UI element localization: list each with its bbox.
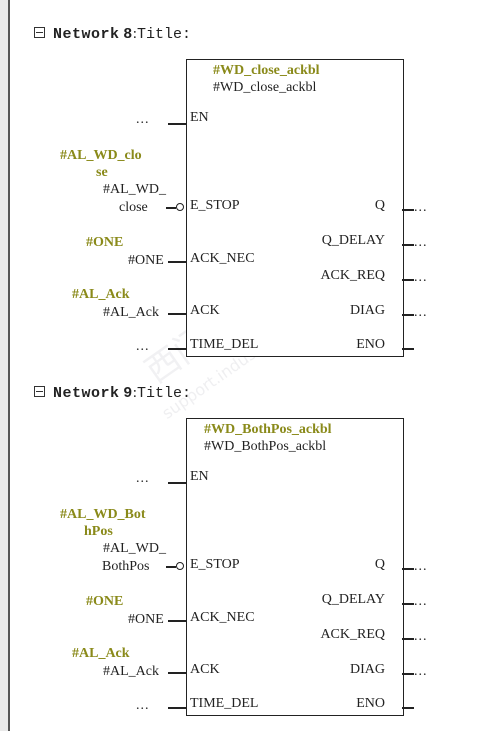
- pin-ack-nec: ACK_NEC: [190, 251, 255, 266]
- network-title[interactable]: Title:: [136, 26, 191, 43]
- pin-q-delay: Q_DELAY: [321, 592, 385, 607]
- pin-eno: ENO: [356, 337, 385, 352]
- acknec-wire: [168, 620, 186, 622]
- network-header: Network 8:Title:: [34, 26, 191, 43]
- diag-param[interactable]: ...: [414, 664, 428, 679]
- pin-q-delay: Q_DELAY: [321, 233, 385, 248]
- ack-wire: [168, 672, 186, 674]
- pin-time-del: TIME_DEL: [190, 696, 259, 711]
- ack-param[interactable]: #AL_Ack: [103, 305, 159, 320]
- estop-param-cont[interactable]: BothPos: [102, 559, 150, 574]
- pin-q: Q: [374, 198, 385, 213]
- diag-wire: [402, 673, 414, 675]
- ackreq-param[interactable]: ...: [414, 629, 428, 644]
- acknec-symbol[interactable]: #ONE: [86, 594, 124, 609]
- negation-circle: [176, 203, 184, 211]
- diag-param[interactable]: ...: [414, 305, 428, 320]
- pin-eno: ENO: [356, 696, 385, 711]
- en-param[interactable]: ...: [136, 112, 150, 127]
- estop-symbol-cont[interactable]: se: [96, 165, 108, 180]
- q-param[interactable]: ...: [414, 559, 428, 574]
- eno-wire: [402, 707, 414, 709]
- estop-symbol[interactable]: #AL_WD_Bot: [60, 507, 146, 522]
- q-param[interactable]: ...: [414, 200, 428, 215]
- collapse-toggle-icon[interactable]: [34, 386, 45, 397]
- pin-e-stop: E_STOP: [190, 557, 240, 572]
- ackreq-wire: [402, 638, 414, 640]
- network-9: Network 9:Title: #WD_BothPos_ackbl #WD_B…: [0, 385, 486, 725]
- network-8: Network 8:Title: #WD_close_ackbl #WD_clo…: [0, 26, 486, 366]
- ackreq-wire: [402, 279, 414, 281]
- estop-wire: [166, 207, 176, 209]
- network-number: 8: [123, 26, 133, 43]
- network-number: 9: [123, 385, 133, 402]
- pin-en: EN: [190, 110, 209, 125]
- network-title[interactable]: Title:: [136, 385, 191, 402]
- q-wire: [402, 568, 414, 570]
- ack-param[interactable]: #AL_Ack: [103, 664, 159, 679]
- diag-wire: [402, 314, 414, 316]
- pin-q: Q: [374, 557, 385, 572]
- en-wire: [168, 482, 186, 484]
- acknec-param[interactable]: #ONE: [128, 253, 164, 268]
- estop-wire: [166, 566, 176, 568]
- eno-wire: [402, 348, 414, 350]
- en-param[interactable]: ...: [136, 471, 150, 486]
- timedel-param[interactable]: ...: [136, 339, 150, 354]
- instance-db-symbol[interactable]: #WD_close_ackbl: [213, 63, 320, 78]
- instance-db-name: #WD_close_ackbl: [213, 80, 317, 95]
- network-label: Network: [53, 26, 120, 43]
- estop-param[interactable]: #AL_WD_: [103, 182, 166, 197]
- ackreq-param[interactable]: ...: [414, 270, 428, 285]
- instance-db-symbol[interactable]: #WD_BothPos_ackbl: [204, 422, 332, 437]
- acknec-wire: [168, 261, 186, 263]
- collapse-toggle-icon[interactable]: [34, 27, 45, 38]
- function-block[interactable]: #WD_BothPos_ackbl #WD_BothPos_ackbl EN E…: [186, 418, 404, 716]
- network-label: Network: [53, 385, 120, 402]
- network-header: Network 9:Title:: [34, 385, 191, 402]
- q-wire: [402, 209, 414, 211]
- timedel-param[interactable]: ...: [136, 698, 150, 713]
- pin-ack-nec: ACK_NEC: [190, 610, 255, 625]
- qdelay-param[interactable]: ...: [414, 235, 428, 250]
- pin-ack: ACK: [190, 303, 220, 318]
- ack-wire: [168, 313, 186, 315]
- en-wire: [168, 123, 186, 125]
- estop-param-cont[interactable]: close: [119, 200, 148, 215]
- pin-e-stop: E_STOP: [190, 198, 240, 213]
- qdelay-wire: [402, 603, 414, 605]
- pin-ack: ACK: [190, 662, 220, 677]
- timedel-wire: [168, 707, 186, 709]
- qdelay-param[interactable]: ...: [414, 594, 428, 609]
- qdelay-wire: [402, 244, 414, 246]
- acknec-param[interactable]: #ONE: [128, 612, 164, 627]
- pin-en: EN: [190, 469, 209, 484]
- pin-ack-req: ACK_REQ: [320, 627, 385, 642]
- pin-diag: DIAG: [350, 303, 385, 318]
- pin-diag: DIAG: [350, 662, 385, 677]
- instance-db-name: #WD_BothPos_ackbl: [204, 439, 327, 454]
- estop-symbol-cont[interactable]: hPos: [84, 524, 113, 539]
- estop-symbol[interactable]: #AL_WD_clo: [60, 148, 142, 163]
- acknec-symbol[interactable]: #ONE: [86, 235, 124, 250]
- editor-left-margin: [0, 0, 10, 731]
- pin-ack-req: ACK_REQ: [320, 268, 385, 283]
- timedel-wire: [168, 348, 186, 350]
- estop-param[interactable]: #AL_WD_: [103, 541, 166, 556]
- pin-time-del: TIME_DEL: [190, 337, 259, 352]
- ack-symbol[interactable]: #AL_Ack: [72, 287, 130, 302]
- negation-circle: [176, 562, 184, 570]
- ack-symbol[interactable]: #AL_Ack: [72, 646, 130, 661]
- function-block[interactable]: #WD_close_ackbl #WD_close_ackbl EN E_STO…: [186, 59, 404, 357]
